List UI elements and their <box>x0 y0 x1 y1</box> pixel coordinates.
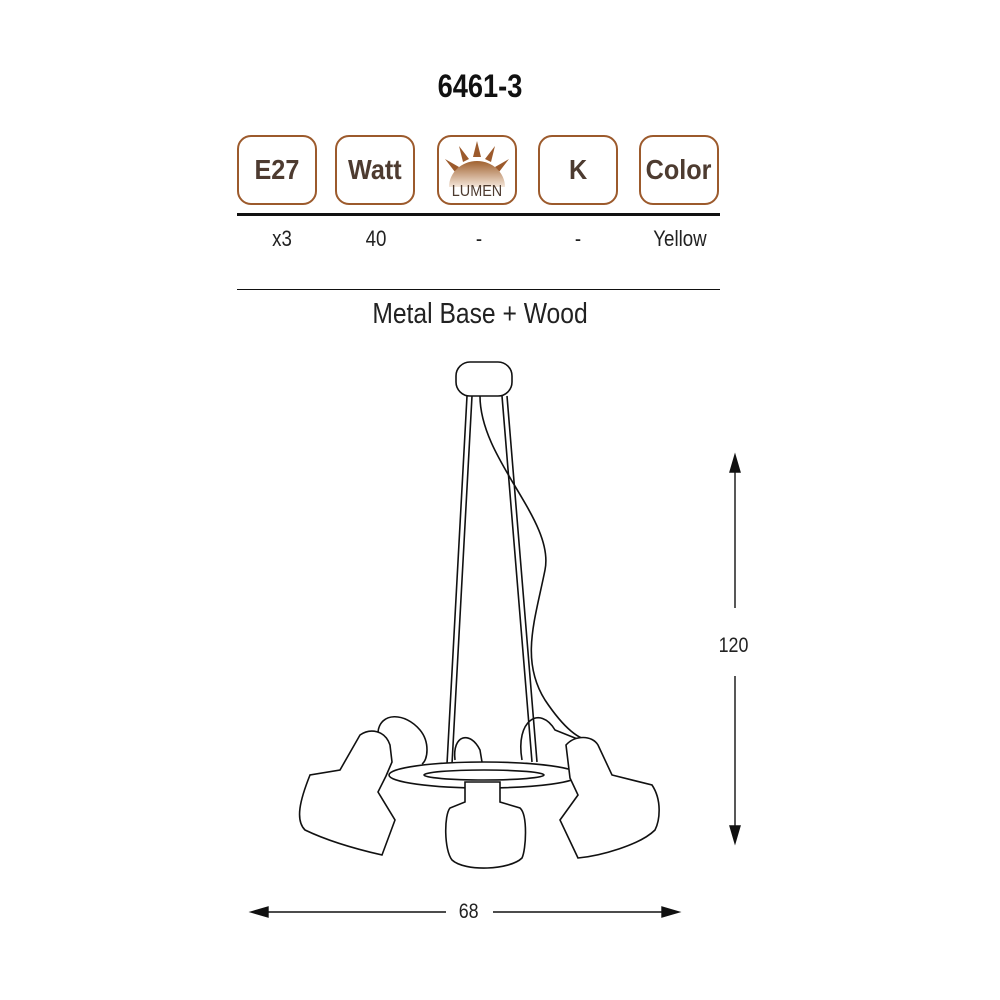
spec-value-kelvin: - <box>574 226 582 251</box>
sun-icon <box>445 141 509 187</box>
suspension-rods <box>446 395 538 765</box>
height-dimension-arrow <box>729 452 741 846</box>
spec-label: Color <box>646 154 712 185</box>
spec-label: E27 <box>254 154 300 185</box>
power-cord <box>479 395 591 741</box>
lamp-shade-center <box>444 781 527 869</box>
lamp-shade-left <box>298 730 396 856</box>
spec-socket-badge: E27 <box>237 135 317 205</box>
spec-kelvin-badge: K <box>538 135 618 205</box>
spec-watt-badge: Watt <box>335 135 415 205</box>
spec-value-lumen: - <box>475 226 483 251</box>
width-dimension-arrow <box>248 906 682 918</box>
spec-value-socket: x3 <box>272 226 292 251</box>
spec-lumen-badge: LUMEN <box>437 135 517 205</box>
ceiling-canopy <box>455 361 513 397</box>
arm-loops <box>377 716 581 765</box>
spec-label: Watt <box>348 154 402 185</box>
divider-thin <box>237 289 720 290</box>
spec-value-color: Yellow <box>653 226 707 251</box>
material-text: Metal Base + Wood <box>372 298 588 330</box>
width-dimension-label: 68 <box>458 900 479 924</box>
spec-label: LUMEN <box>451 183 503 200</box>
divider-thick <box>237 213 720 216</box>
height-dimension-label: 120 <box>718 634 749 658</box>
product-code: 6461-3 <box>437 68 523 104</box>
spec-color-badge: Color <box>639 135 719 205</box>
spec-value-watt: 40 <box>365 226 387 251</box>
spec-label: K <box>568 154 588 185</box>
lamp-shade-right <box>559 736 660 859</box>
